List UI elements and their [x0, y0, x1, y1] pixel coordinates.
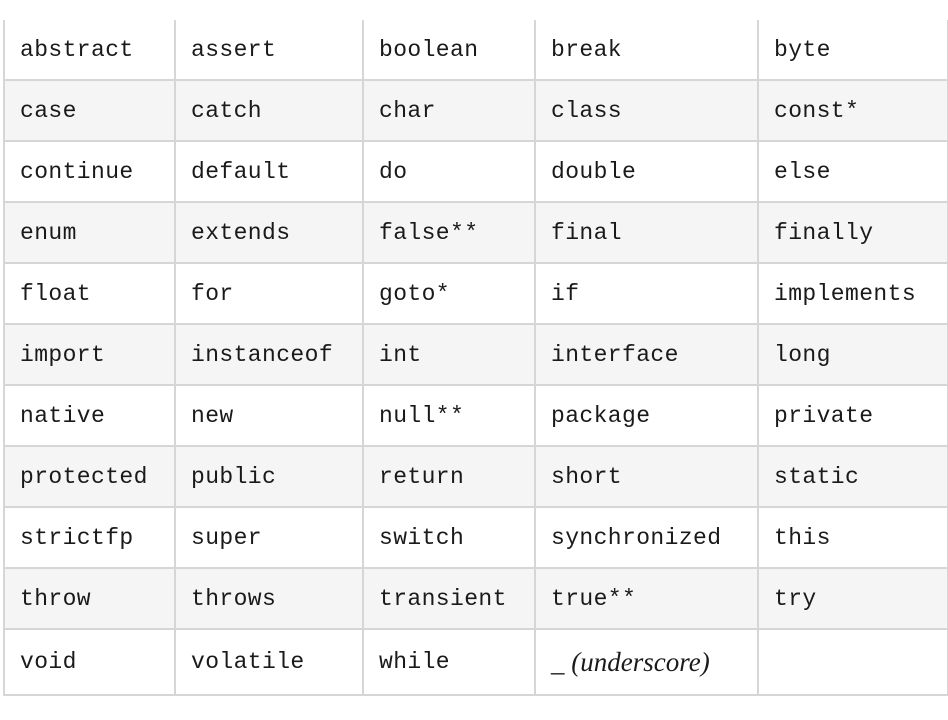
- keyword-cell: short: [534, 445, 759, 508]
- keyword-cell: enum: [3, 201, 176, 264]
- keyword-cell: import: [3, 323, 176, 386]
- keyword-cell: null**: [362, 384, 536, 447]
- table-row: case catch char class const*: [3, 79, 948, 142]
- keyword-cell: if: [534, 262, 759, 325]
- keyword-cell: while: [362, 628, 536, 696]
- table-row: enum extends false** final finally: [3, 201, 948, 264]
- keyword-cell: char: [362, 79, 536, 142]
- keyword-cell: int: [362, 323, 536, 386]
- keyword-cell: new: [174, 384, 364, 447]
- keyword-cell: package: [534, 384, 759, 447]
- keyword-cell: switch: [362, 506, 536, 569]
- java-keywords-table: abstract assert boolean break byte case …: [3, 20, 948, 696]
- keyword-cell: throws: [174, 567, 364, 630]
- keyword-cell: return: [362, 445, 536, 508]
- keyword-cell: try: [757, 567, 948, 630]
- keyword-cell: abstract: [3, 20, 176, 81]
- keyword-cell: true**: [534, 567, 759, 630]
- keyword-cell: static: [757, 445, 948, 508]
- keyword-cell: float: [3, 262, 176, 325]
- keyword-cell: this: [757, 506, 948, 569]
- keyword-cell: protected: [3, 445, 176, 508]
- table-row: strictfp super switch synchronized this: [3, 506, 948, 569]
- table-row: native new null** package private: [3, 384, 948, 447]
- keyword-cell: default: [174, 140, 364, 203]
- table-row: abstract assert boolean break byte: [3, 20, 948, 81]
- table-row: float for goto* if implements: [3, 262, 948, 325]
- keyword-cell: assert: [174, 20, 364, 81]
- keyword-cell: void: [3, 628, 176, 696]
- keyword-cell: interface: [534, 323, 759, 386]
- keyword-cell: catch: [174, 79, 364, 142]
- keyword-cell: throw: [3, 567, 176, 630]
- keyword-cell: for: [174, 262, 364, 325]
- keyword-cell: break: [534, 20, 759, 81]
- keyword-cell: private: [757, 384, 948, 447]
- keyword-cell: case: [3, 79, 176, 142]
- keyword-cell: double: [534, 140, 759, 203]
- keyword-cell: else: [757, 140, 948, 203]
- keyword-cell: instanceof: [174, 323, 364, 386]
- keyword-cell: implements: [757, 262, 948, 325]
- keyword-cell: false**: [362, 201, 536, 264]
- keyword-cell: continue: [3, 140, 176, 203]
- keyword-cell: finally: [757, 201, 948, 264]
- empty-cell: [757, 628, 948, 696]
- table-row: void volatile while _ (underscore): [3, 628, 948, 696]
- keyword-cell: do: [362, 140, 536, 203]
- keyword-cell: public: [174, 445, 364, 508]
- keyword-cell: goto*: [362, 262, 536, 325]
- keyword-cell: transient: [362, 567, 536, 630]
- keyword-cell: boolean: [362, 20, 536, 81]
- keyword-cell: final: [534, 201, 759, 264]
- keyword-cell: extends: [174, 201, 364, 264]
- table-row: throw throws transient true** try: [3, 567, 948, 630]
- keyword-cell: const*: [757, 79, 948, 142]
- keyword-cell: byte: [757, 20, 948, 81]
- keyword-cell: native: [3, 384, 176, 447]
- table-row: protected public return short static: [3, 445, 948, 508]
- table-row: continue default do double else: [3, 140, 948, 203]
- table-row: import instanceof int interface long: [3, 323, 948, 386]
- underscore-keyword-cell: _ (underscore): [534, 628, 759, 696]
- keyword-cell: super: [174, 506, 364, 569]
- keyword-cell: volatile: [174, 628, 364, 696]
- keyword-cell: class: [534, 79, 759, 142]
- keyword-cell: long: [757, 323, 948, 386]
- keyword-cell: strictfp: [3, 506, 176, 569]
- keyword-cell: synchronized: [534, 506, 759, 569]
